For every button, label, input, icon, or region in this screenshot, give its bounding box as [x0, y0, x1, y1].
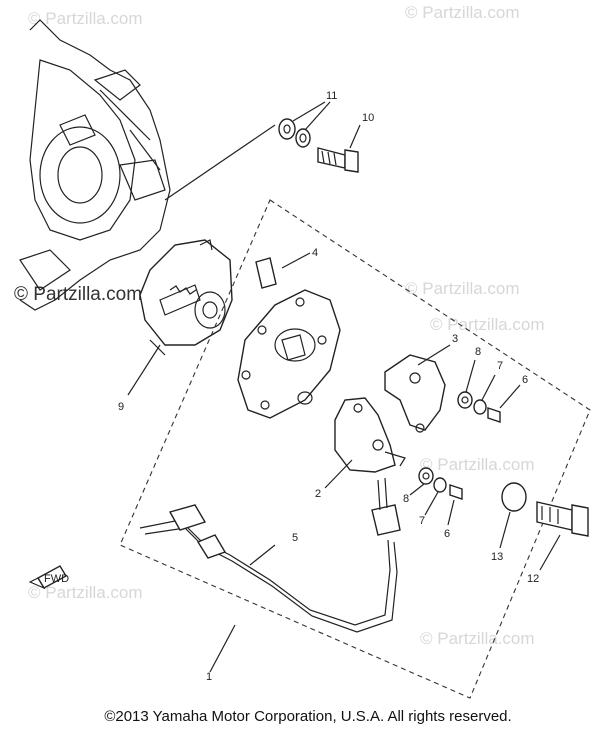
callout-13: 13 [491, 551, 503, 563]
part-10-bolt [317, 124, 361, 173]
part-3-contact-breaker [384, 344, 451, 433]
callout-9: 9 [118, 401, 124, 413]
watermark: © Partzilla.com [420, 629, 535, 648]
watermarks: © Partzilla.com © Partzilla.com © Partzi… [14, 3, 545, 648]
watermark: © Partzilla.com [28, 9, 143, 28]
callout-6-lower: 6 [444, 528, 450, 540]
fwd-label: FWD [44, 573, 69, 585]
callout-8-lower: 8 [403, 493, 409, 505]
part-8-7-6-lower [409, 467, 463, 526]
part-13-washer [499, 482, 527, 549]
callout-6-upper: 6 [522, 374, 528, 386]
part-5-lead-wire [139, 477, 401, 633]
assembly-boundary [119, 199, 591, 699]
copyright-notice: ©2013 Yamaha Motor Corporation, U.S.A. A… [104, 708, 512, 725]
callout-5: 5 [292, 532, 298, 544]
callout-4: 4 [312, 247, 318, 259]
part-12-bolt [536, 501, 589, 571]
part-11-washers [278, 101, 331, 148]
callout-2: 2 [315, 488, 321, 500]
part-8-7-6-upper [457, 359, 521, 423]
watermark: © Partzilla.com [405, 3, 520, 22]
callout-3: 3 [452, 333, 458, 345]
callout-11: 11 [326, 90, 337, 102]
callout-7-upper: 7 [497, 360, 503, 372]
forward-direction-arrow: FWD [28, 565, 69, 590]
callout-12: 12 [527, 573, 539, 585]
callout-7-lower: 7 [419, 515, 425, 527]
callout-labels: 1 2 3 4 5 6 6 7 7 8 8 9 10 11 12 13 [118, 90, 539, 683]
engine-crankcase [19, 19, 171, 311]
callout-10: 10 [362, 112, 374, 124]
watermark-prominent: © Partzilla.com [14, 284, 142, 305]
part-9-governor [127, 239, 233, 396]
callout-8-upper: 8 [475, 346, 481, 358]
parts-diagram: © Partzilla.com © Partzilla.com © Partzi… [14, 3, 591, 699]
watermark: © Partzilla.com [420, 455, 535, 474]
callout-1: 1 [206, 671, 212, 683]
part-4-felt [255, 252, 311, 289]
watermark: © Partzilla.com [28, 583, 143, 602]
watermark: © Partzilla.com [430, 315, 545, 334]
part-1-base-plate [237, 289, 341, 419]
watermark: © Partzilla.com [405, 279, 520, 298]
part-2-contact-breaker [324, 397, 406, 489]
